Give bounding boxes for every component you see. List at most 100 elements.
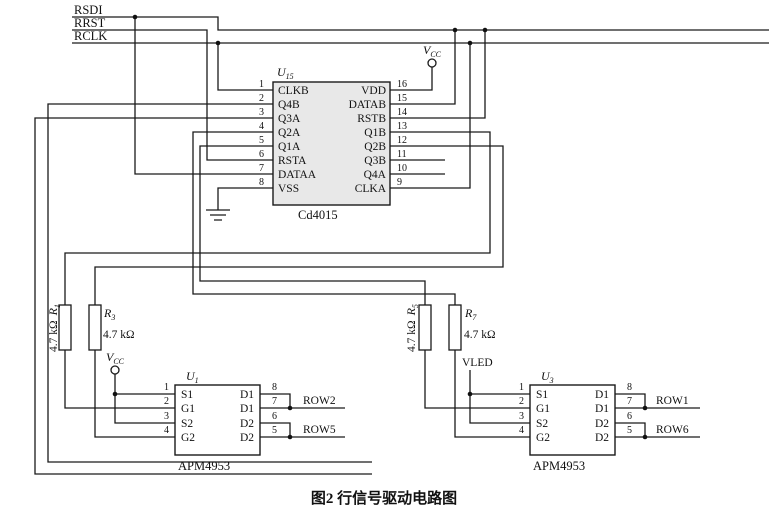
wire-r7-to-g2: [454, 350, 530, 438]
u1-refdes: U1: [186, 369, 199, 385]
cd4015-pin-q4b: Q4B: [278, 99, 300, 111]
wire-q1a-to-r5: [199, 145, 426, 305]
u3-pin-g2: G2: [536, 432, 550, 444]
wire-q4b-route: [47, 103, 372, 463]
u3-pin-number: 1: [519, 382, 524, 393]
cd4015-pin-q3a: Q3A: [278, 113, 301, 125]
junction-dot: [452, 27, 458, 33]
wire-r3-to-g2: [94, 350, 175, 438]
vcc-symbol-left: VCC: [106, 350, 125, 375]
resistor-r3-value: 4.7 kΩ: [103, 329, 135, 341]
cd4015-pin-number: 9: [397, 177, 402, 188]
junction-dot: [467, 391, 473, 397]
u1-pin-s2: S2: [181, 418, 193, 430]
cd4015-pin-vss: VSS: [278, 183, 299, 195]
cd4015-pin-dataa: DATAA: [278, 169, 317, 181]
u3-body: [529, 384, 616, 456]
cd4015-pin-number: 14: [397, 107, 407, 118]
vcc-label: VCC: [423, 43, 442, 59]
junction-dot: [642, 434, 648, 440]
resistor-r7: [448, 304, 462, 351]
junction-dot: [287, 434, 293, 440]
vcc-symbol-top: VCC: [423, 43, 442, 68]
junction-dot: [642, 405, 648, 411]
cd4015-pin-q4a: Q4A: [364, 169, 387, 181]
resistor-r1-label: 4.7 kΩR1: [46, 304, 62, 352]
u1-pin-g2: G2: [181, 432, 195, 444]
cd4015-pin-clka: CLKA: [355, 183, 387, 195]
cd4015-pin-number: 2: [259, 93, 264, 104]
resistor-r5: [418, 304, 432, 351]
wire-vcc-rail-left: [114, 374, 175, 424]
resistor-r7-value: 4.7 kΩ: [464, 329, 496, 341]
wire-bus-to-rstb: [390, 30, 486, 119]
wires: [34, 16, 769, 475]
wire-r1-to-g1: [64, 350, 175, 409]
u3-pin-g1: G1: [536, 403, 550, 415]
cd4015-pin-q3b: Q3B: [364, 155, 386, 167]
wire-u1-d1-join: [260, 393, 291, 408]
cd4015-pin-rstb: RSTB: [357, 113, 386, 125]
wire-u3-d1-join: [615, 393, 646, 408]
u1-pin-d1a: D1: [240, 389, 254, 401]
cd4015-part-label: Cd4015: [298, 208, 338, 222]
u1-body: [174, 384, 261, 456]
u3-pin-number: 2: [519, 396, 524, 407]
cd4015-pin-q1a: Q1A: [278, 141, 301, 153]
resistor-r3-refdes: R3: [103, 306, 115, 322]
junction-dot: [287, 405, 293, 411]
wire-rclk-to-clka: [390, 43, 471, 189]
cd4015-pin-number: 11: [397, 149, 407, 160]
signal-label-rsdi: RSDI: [74, 3, 102, 17]
signal-label-rclk: RCLK: [74, 29, 107, 43]
wire-q3a-route: [34, 117, 372, 475]
u3-pin-number: 5: [627, 425, 632, 436]
cd4015-pin-q2a: Q2A: [278, 127, 301, 139]
u3-part-label: APM4953: [533, 459, 585, 473]
cd4015-pin-number: 7: [259, 163, 264, 174]
cd4015-pin-number: 16: [397, 79, 407, 90]
cd4015-pin-q2b: Q2B: [364, 141, 386, 153]
u1-pin-d2a: D2: [240, 418, 254, 430]
u3-pin-d2a: D2: [595, 418, 609, 430]
u3-pin-s2: S2: [536, 418, 548, 430]
resistor-r1: [58, 304, 72, 351]
wire-r5-to-g1: [424, 350, 530, 409]
u1-pin-number: 2: [164, 396, 169, 407]
u1-pin-number: 7: [272, 396, 277, 407]
vcc-circle: [427, 58, 437, 68]
u1-pin-number: 4: [164, 425, 169, 436]
driver-u3-apm4953: U3 APM4953 S1 G1 S2 G2 D1 D1 D2 D2 1 2 3…: [519, 369, 689, 473]
cd4015-pin-vdd: VDD: [361, 85, 386, 97]
wire-bus-to-datab: [390, 30, 456, 105]
cd4015-pin-number: 10: [397, 163, 407, 174]
cd4015-pin-number: 4: [259, 121, 264, 132]
driver-u1-apm4953: U1 APM4953 S1 G1 S2 G2 D1 D1 D2 D2 1 2 3…: [164, 369, 336, 473]
cd4015-refdes: U15: [277, 65, 294, 81]
cd4015-pin-clkb: CLKB: [278, 85, 309, 97]
u1-pin-number: 8: [272, 382, 277, 393]
vled-label: VLED: [462, 357, 493, 369]
shift-register-cd4015: U15 Cd4015 CLKB Q4B Q3A Q2A Q1A RSTA DAT…: [259, 65, 407, 222]
cd4015-pin-number: 13: [397, 121, 407, 132]
u3-pin-s1: S1: [536, 389, 548, 401]
u3-pin-number: 8: [627, 382, 632, 393]
u1-pin-number: 6: [272, 411, 277, 422]
u1-pin-number: 5: [272, 425, 277, 436]
figure-caption: 图2 行信号驱动电路图: [311, 489, 457, 507]
cd4015-pin-number: 15: [397, 93, 407, 104]
wire-rsdi-bus: [72, 16, 769, 31]
junction-dot: [112, 391, 118, 397]
u3-pin-d1b: D1: [595, 403, 609, 415]
u3-pin-number: 7: [627, 396, 632, 407]
cd4015-body: [272, 81, 391, 206]
resistors: 4.7 kΩR1 R3 4.7 kΩ 4.7 kΩR5 R7 4.7 kΩ: [46, 304, 496, 352]
wire-rsdi-to-dataa: [134, 17, 273, 175]
wire-u3-d2-join: [615, 422, 646, 437]
wire-vdd-to-vcc: [390, 67, 433, 91]
u1-part-label: APM4953: [178, 459, 230, 473]
cd4015-pin-number: 12: [397, 135, 407, 146]
resistor-r5-label: 4.7 kΩR5: [404, 304, 420, 352]
